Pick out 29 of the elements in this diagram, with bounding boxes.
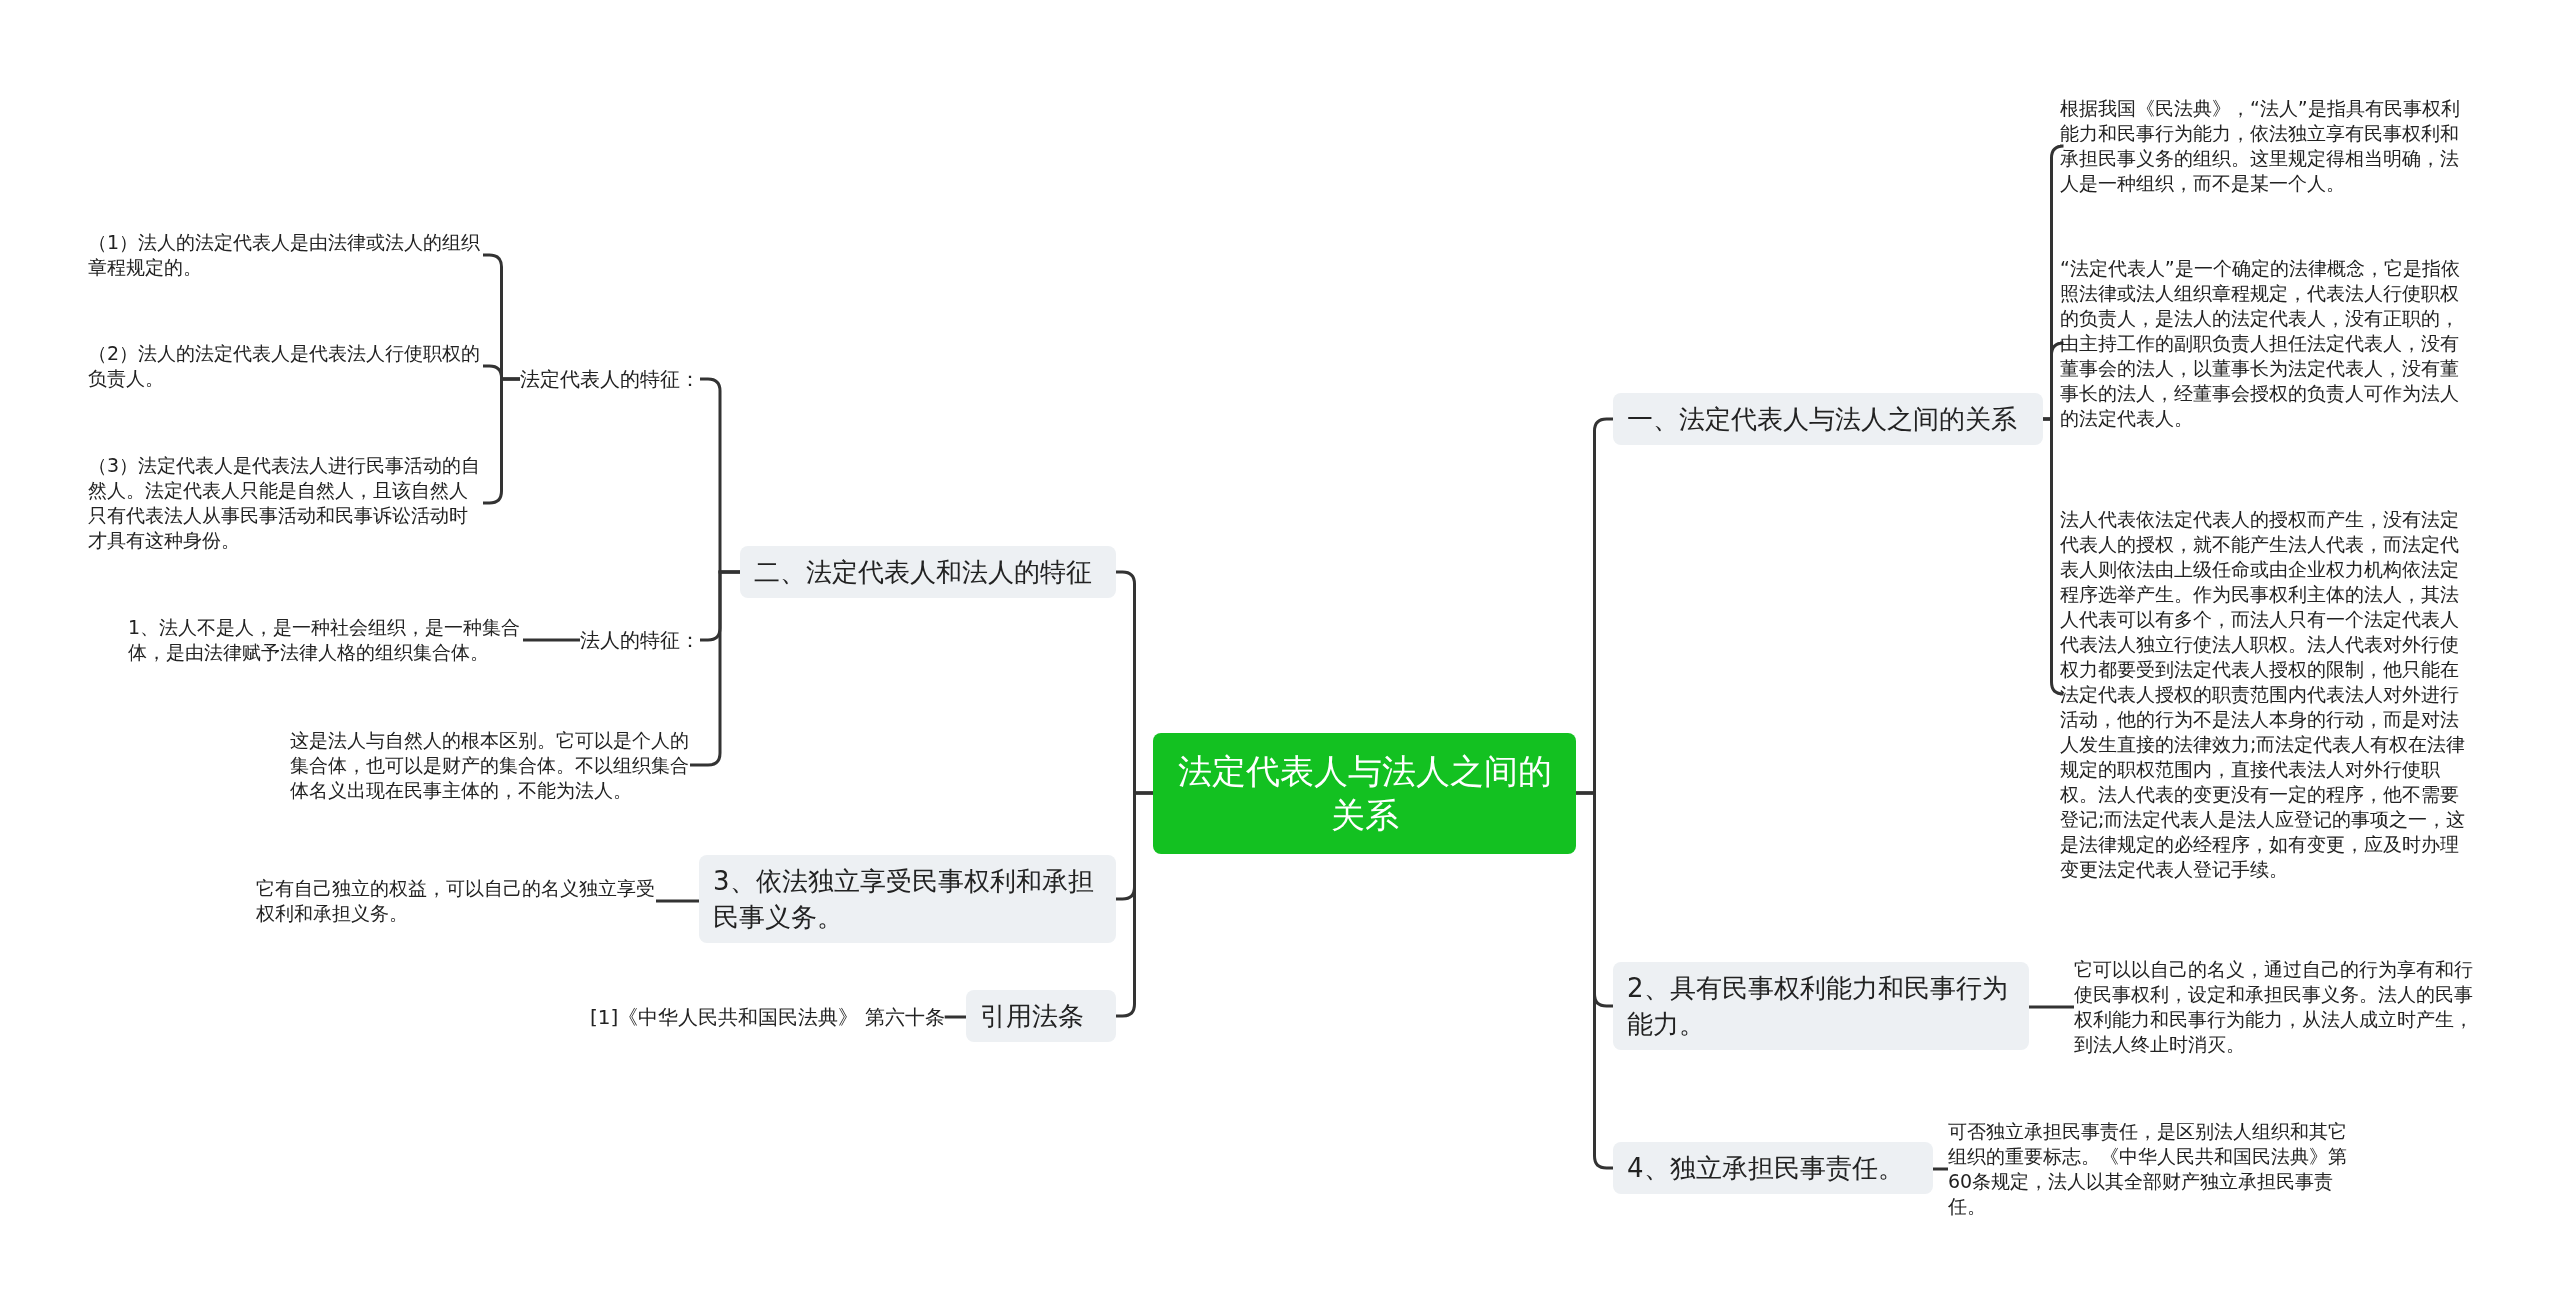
topic-box: 2、具有民事权利能力和民事行为能力。	[1613, 962, 2029, 1050]
note-text: 可否独立承担民事责任，是区别法人组织和其它组织的重要标志。《中华人民共和国民法典》第60条规定，法人以其全部财产独立承担民事责任。	[1948, 1119, 2358, 1219]
connector-line	[1116, 791, 1153, 1018]
note-text: 根据我国《民法典》，“法人”是指具有民事权利能力和民事行为能力，依法独立享有民事权利和承担民事义务的组织。这里规定得相当明确，法人是一种组织，而不是某一个人。	[2060, 96, 2470, 196]
connector-line	[2029, 1005, 2074, 1009]
topic-box: 引用法条	[966, 990, 1116, 1042]
topic-box: 3、依法独立享受民事权利和承担民事义务。	[699, 855, 1116, 943]
subtopic-label: [1]《中华人民共和国民法典》 第六十条	[590, 1004, 945, 1030]
connector-line	[1576, 791, 1613, 1170]
connector-line	[523, 638, 580, 642]
central-topic-box: 法定代表人与法人之间的关系	[1153, 732, 1576, 854]
note-text: 这是法人与自然人的根本区别。它可以是个人的集合体，也可以是财产的集合体。不以组织集合体名义出现在民事主体的，不能为法人。	[290, 727, 690, 803]
note-text: 法人代表依法定代表人的授权而产生，没有法定代表人的授权，就不能产生法人代表，而法定代表人则依法由上级任命或由企业权力机构依法定程序选举产生。作为民事权利主体的法人，其法人代表可以有多个，而法人只有一个法定代表人代表法人独立行使法人职权。法人代表对外行使权力都要受到法定代表人授权的限制，他只能在法定代表人授权的职责范围内代表法人对外进行活动，他的行为不是法人本身的行动，而是对法人发生直接的法律效力;而法定代表人有权在法律规定的职权范围内，直接代表法人对外行使职权。法人代表的变更没有一定的程序，他不需要登记;而法定代表人是法人应登记的事项之一，这是法律规定的必经程序，如有变更，应及时办理变更法定代表人登记手续。	[2060, 506, 2470, 882]
connector-line	[656, 899, 699, 903]
note-text: 它可以以自己的名义，通过自己的行为享有和行使民事权利，设定和承担民事义务。法人的民事权利能力和民事行为能力，从法人成立时产生，到法人终止时消灭。	[2074, 957, 2484, 1057]
subtopic-label: 法定代表人的特征：	[520, 366, 700, 392]
note-text: 1、法人不是人，是一种社会组织，是一种集合体，是由法律赋予法律人格的组织集合体。	[128, 615, 523, 665]
subtopic-label: 法人的特征：	[580, 627, 700, 653]
topic-box: 一、法定代表人与法人之间的关系	[1613, 393, 2043, 445]
connector-line	[1933, 1167, 1948, 1171]
connector-line	[944, 1015, 966, 1019]
note-text: （1）法人的法定代表人是由法律或法人的组织章程规定的。	[88, 230, 483, 280]
connector-line	[2043, 417, 2065, 696]
topic-box: 4、独立承担民事责任。	[1613, 1142, 1933, 1194]
note-text: “法定代表人”是一个确定的法律概念，它是指依照法律或法人组织章程规定，代表法人行使职权的负责人，是法人的法定代表人，没有正职的，由主持工作的副职负责人担任法定代表人，没有董事会的法人，以董事长为法定代表人，没有董事长的法人，经董事会授权的负责人可作为法人的法定代表人。	[2060, 255, 2470, 431]
note-text: 它有自己独立的权益，可以自己的名义独立享受权利和承担义务。	[256, 876, 656, 926]
note-text: （3）法定代表人是代表法人进行民事活动的自然人。法定代表人只能是自然人，且该自然人只有代表法人从事民事活动和民事诉讼活动时才具有这种身份。	[88, 453, 483, 553]
note-text: （2）法人的法定代表人是代表法人行使职权的负责人。	[88, 341, 483, 391]
topic-box: 二、法定代表人和法人的特征	[740, 546, 1116, 598]
